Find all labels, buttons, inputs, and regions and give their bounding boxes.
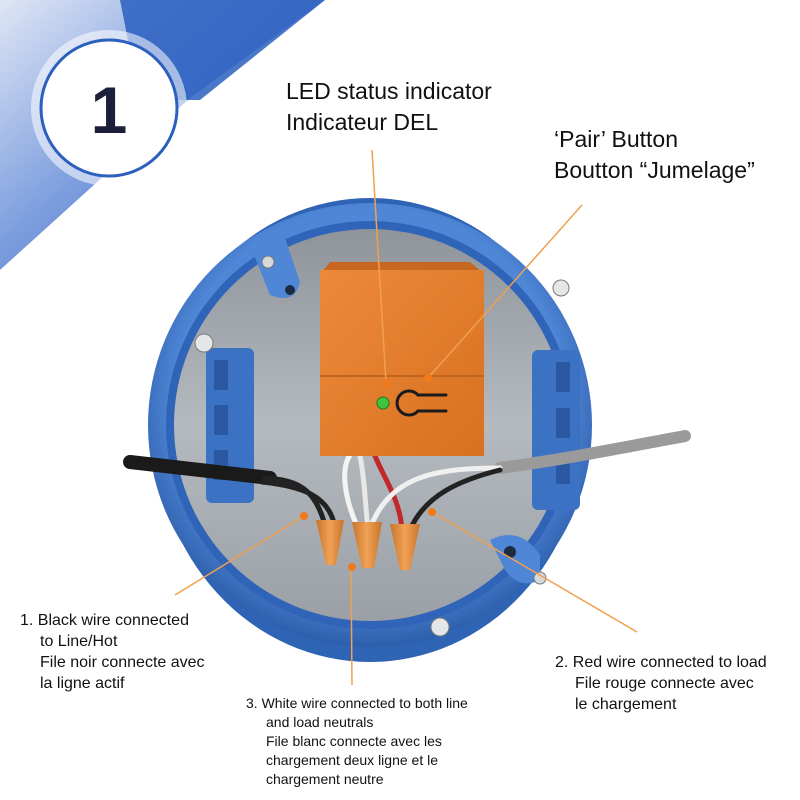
- black-wire-label: 1. Black wire connected to Line/Hot File…: [20, 612, 205, 692]
- step-number: 1: [90, 73, 128, 147]
- led-label-en: LED status indicator: [286, 78, 492, 104]
- red-wire-label: 2. Red wire connected to load File rouge…: [555, 654, 767, 713]
- smart-module: [320, 262, 484, 456]
- white-wire-label: 3. White wire connected to both line and…: [246, 695, 468, 787]
- pair-label-fr: Boutton “Jumelage”: [554, 157, 755, 183]
- pair-button-icon[interactable]: [395, 389, 448, 417]
- callout-lines: [174, 149, 638, 686]
- callout-dots: [300, 374, 436, 571]
- led-indicator-icon: [376, 396, 390, 410]
- led-status-label: LED status indicator Indicateur DEL: [286, 76, 492, 138]
- wire-nuts: [316, 520, 420, 570]
- step-banner: [0, 0, 325, 270]
- pair-label-en: ‘Pair’ Button: [554, 126, 679, 152]
- led-label-fr: Indicateur DEL: [286, 109, 439, 135]
- wires: [123, 430, 691, 533]
- pair-button-label: ‘Pair’ Button Boutton “Jumelage”: [554, 124, 755, 186]
